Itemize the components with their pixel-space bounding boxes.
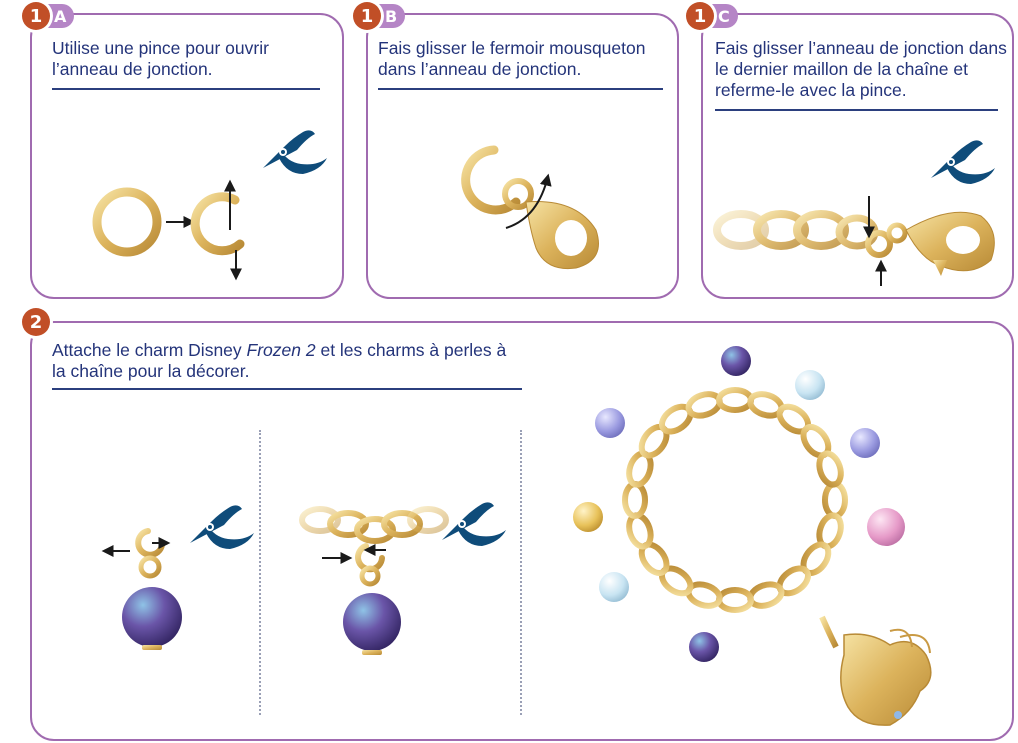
bracelet-illustration bbox=[560, 335, 980, 735]
chain-link bbox=[686, 390, 723, 419]
pearl-charm-icon bbox=[122, 587, 182, 650]
pearl-charm-icon bbox=[867, 508, 905, 546]
pliers-icon bbox=[263, 130, 327, 174]
step-number: 1 bbox=[686, 2, 714, 30]
step-1c-divider bbox=[715, 109, 998, 111]
chain-link bbox=[719, 590, 751, 610]
step-1a-illustration bbox=[30, 110, 344, 290]
jump-ring-icon bbox=[97, 192, 157, 252]
step-2-illustration-attach bbox=[300, 490, 510, 670]
step-1b-illustration bbox=[366, 110, 679, 290]
chain-link bbox=[748, 581, 785, 610]
chain-links bbox=[717, 214, 875, 246]
step-1c-instruction: Fais glisser l’anneau de jonction dans l… bbox=[715, 38, 1007, 101]
chain-link bbox=[825, 484, 845, 516]
divider-dotted bbox=[520, 430, 522, 715]
step-2-text-title: Frozen 2 bbox=[247, 340, 316, 360]
pearl-charm-icon bbox=[721, 346, 751, 376]
pearl-charm-icon bbox=[599, 572, 629, 602]
step-1b-instruction: Fais glisser le fermoir mousqueton dans … bbox=[378, 38, 668, 80]
chain-links bbox=[302, 509, 446, 541]
step-1b-badge: 1 B bbox=[353, 2, 405, 30]
step-1a-badge: 1 A bbox=[22, 2, 74, 30]
step-1c-badge: 1 C bbox=[686, 2, 738, 30]
step-2-text-start: Attache le charm Disney bbox=[52, 340, 247, 360]
step-2-instruction: Attache le charm Disney Frozen 2 et les … bbox=[52, 340, 522, 382]
step-1a-instruction: Utilise une pince pour ouvrir l’anneau d… bbox=[52, 38, 302, 80]
pliers-icon bbox=[931, 140, 995, 184]
pearl-charm-icon bbox=[795, 370, 825, 400]
pearl-charm-icon bbox=[573, 502, 603, 532]
step-2-badge: 2 bbox=[22, 308, 50, 336]
step-number: 2 bbox=[22, 308, 50, 336]
step-1b-divider bbox=[378, 88, 663, 90]
pearl-charm-icon bbox=[850, 428, 880, 458]
pliers-icon bbox=[442, 502, 506, 546]
chain-link bbox=[625, 513, 654, 550]
lobster-clasp-icon bbox=[906, 212, 994, 276]
jump-ring-open-icon bbox=[195, 197, 240, 251]
chain-link bbox=[816, 451, 845, 488]
chain-link bbox=[719, 390, 751, 410]
step-2-divider bbox=[52, 388, 522, 390]
pearl-charm-icon bbox=[595, 408, 625, 438]
pearl-charm-icon bbox=[343, 593, 401, 655]
lobster-clasp-icon bbox=[526, 202, 599, 269]
pearl-charm-icon bbox=[689, 632, 719, 662]
step-number: 1 bbox=[353, 2, 381, 30]
frozen-charm-icon bbox=[822, 617, 931, 725]
chain-link bbox=[625, 484, 645, 516]
step-2-illustration-open-ring bbox=[90, 495, 260, 665]
step-number: 1 bbox=[22, 2, 50, 30]
pliers-icon bbox=[190, 505, 254, 549]
step-1a-divider bbox=[52, 88, 320, 90]
step-1c-illustration bbox=[701, 120, 1014, 295]
